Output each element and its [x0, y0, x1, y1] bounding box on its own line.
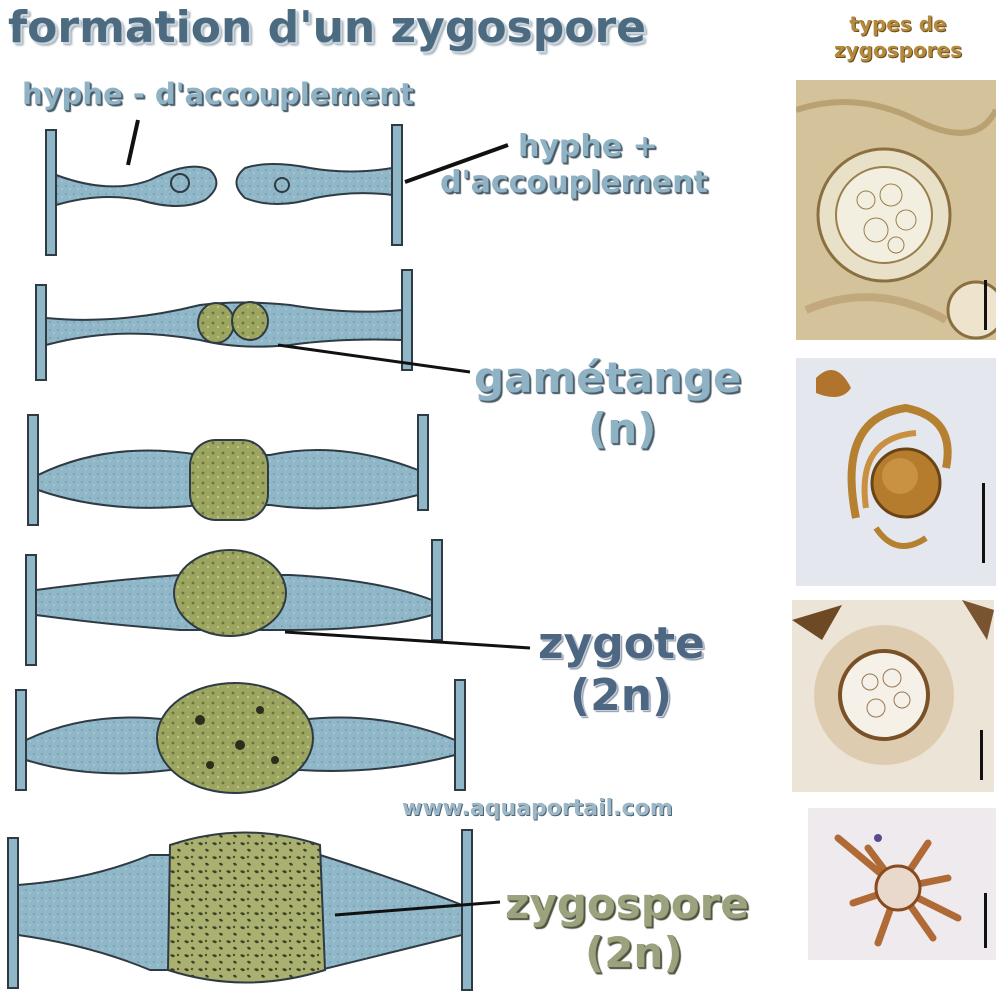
label-zygospore-line1: zygospore — [505, 879, 749, 928]
micrograph-1 — [796, 80, 996, 340]
label-gametange-line1: gamétange — [474, 353, 742, 402]
stage-1-hyphae — [45, 119, 509, 256]
stage-6-zygospore — [7, 829, 501, 991]
stage-5-maturing — [15, 679, 466, 794]
stage-2-gametangia — [35, 269, 471, 381]
label-gametange-line2: (n) — [588, 404, 657, 453]
label-zygote-line1: zygote — [538, 618, 705, 669]
stage-4-zygote — [25, 539, 531, 666]
label-zygospore-line2: (2n) — [585, 928, 683, 977]
zygospore-formation-diagram — [7, 119, 531, 991]
label-hyphe-minus: hyphe - d'accouplement — [22, 77, 414, 111]
label-hyphe-plus-line1: hyphe + — [518, 129, 658, 164]
micrograph-3 — [792, 600, 994, 792]
page-title: formation d'un zygospore — [8, 2, 646, 53]
micrograph-2 — [796, 358, 996, 586]
label-hyphe-plus-line2: d'accouplement — [440, 165, 708, 200]
stage-3-fusion — [27, 414, 429, 526]
label-zygote-line2: (2n) — [570, 670, 673, 721]
micrograph-4 — [808, 808, 996, 960]
watermark-url: www.aquaportail.com — [402, 796, 673, 821]
side-title-line1: types de — [849, 12, 947, 36]
side-title-line2: zygospores — [833, 38, 963, 62]
